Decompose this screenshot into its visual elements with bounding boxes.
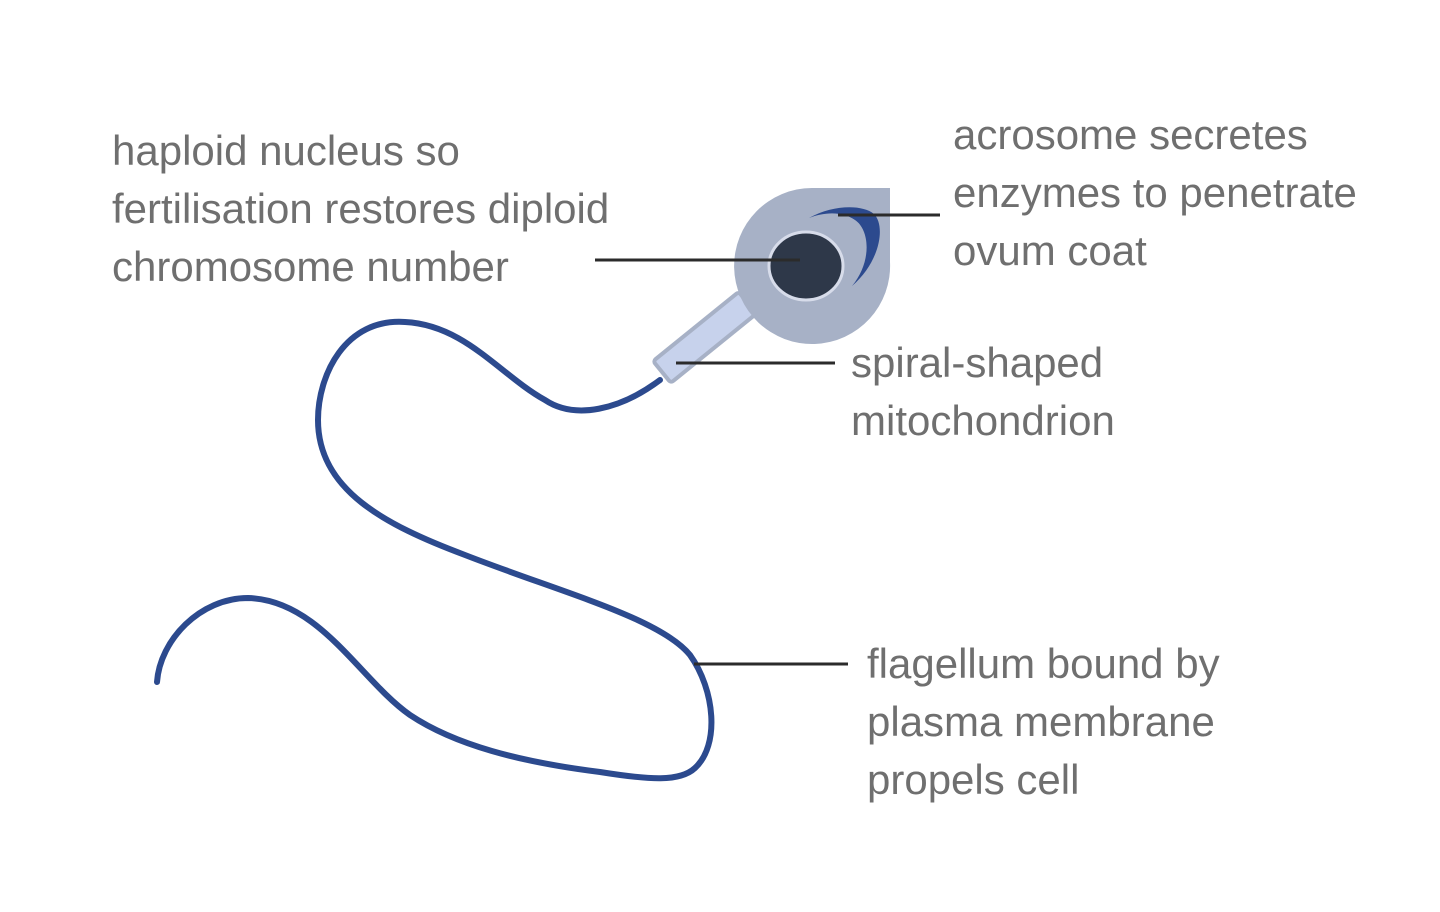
mitochondrion-label: spiral-shaped mitochondrion [851,334,1115,450]
mitochondrion-label-line: mitochondrion [851,397,1115,444]
flagellum-label-line: flagellum bound by [867,640,1220,687]
acrosome-label-line: enzymes to penetrate [953,169,1357,216]
nucleus-label-line: chromosome number [112,243,509,290]
flagellum-label-line: propels cell [867,756,1080,803]
midpiece [652,291,758,384]
acrosome [809,207,880,286]
acrosome-label-line: acrosome secretes [953,111,1308,158]
nucleus-label-line: haploid nucleus so [112,127,460,174]
nucleus-label-line: fertilisation restores diploid [112,185,610,232]
flagellum [154,318,715,782]
flagellum-label: flagellum bound by plasma membrane prope… [867,635,1220,809]
acrosome-label-line: ovum coat [953,227,1147,274]
acrosome-label: acrosome secretes enzymes to penetrate o… [953,106,1357,280]
nucleus [767,230,845,302]
flagellum-label-line: plasma membrane [867,698,1215,745]
mitochondrion-label-line: spiral-shaped [851,339,1104,386]
nucleus-label: haploid nucleus so fertilisation restore… [112,122,609,296]
